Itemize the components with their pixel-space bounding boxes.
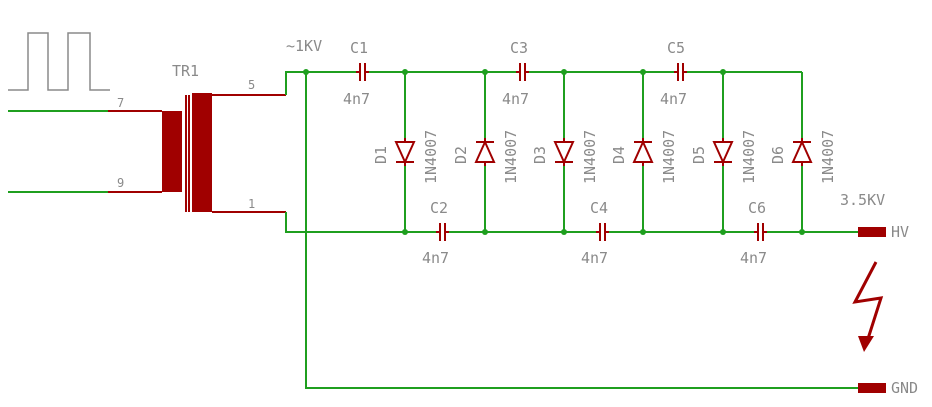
d1-name: D1 bbox=[372, 146, 390, 164]
transformer-name: TR1 bbox=[172, 62, 199, 80]
d4-name: D4 bbox=[610, 146, 628, 164]
c2-value: 4n7 bbox=[422, 249, 449, 267]
diode-d4 bbox=[632, 138, 654, 166]
gnd-terminal bbox=[858, 383, 886, 393]
hv-terminal bbox=[820, 227, 886, 237]
c2-name: C2 bbox=[430, 199, 448, 217]
c3-name: C3 bbox=[510, 39, 528, 57]
capacitor-c3 bbox=[516, 63, 529, 81]
transformer-tr1 bbox=[162, 93, 286, 213]
input-voltage-label: ~1KV bbox=[286, 37, 322, 55]
d3-part: 1N4007 bbox=[581, 130, 599, 184]
d6-name: D6 bbox=[769, 146, 787, 164]
pin-label-7: 7 bbox=[117, 96, 124, 110]
gnd-label: GND bbox=[891, 379, 918, 397]
d2-part: 1N4007 bbox=[502, 130, 520, 184]
d5-part: 1N4007 bbox=[740, 130, 758, 184]
diode-d6 bbox=[791, 138, 813, 166]
primary-wires bbox=[8, 110, 108, 193]
d3-name: D3 bbox=[531, 146, 549, 164]
primary-leads bbox=[108, 110, 162, 193]
d4-part: 1N4007 bbox=[660, 130, 678, 184]
c3-value: 4n7 bbox=[502, 90, 529, 108]
c4-name: C4 bbox=[590, 199, 608, 217]
capacitor-c1 bbox=[356, 63, 369, 81]
diode-d3 bbox=[553, 138, 575, 166]
c1-name: C1 bbox=[350, 39, 368, 57]
d5-name: D5 bbox=[690, 146, 708, 164]
capacitor-c2 bbox=[436, 223, 449, 241]
diode-d5 bbox=[712, 138, 734, 166]
c6-value: 4n7 bbox=[740, 249, 767, 267]
square-wave-icon bbox=[8, 32, 110, 91]
capacitor-c4 bbox=[596, 223, 609, 241]
lightning-bolt-icon bbox=[852, 261, 884, 352]
c1-value: 4n7 bbox=[343, 90, 370, 108]
diode-d2 bbox=[474, 138, 496, 166]
c4-value: 4n7 bbox=[581, 249, 608, 267]
diode-d1 bbox=[394, 138, 416, 166]
d2-name: D2 bbox=[452, 146, 470, 164]
multiplier-wires bbox=[285, 71, 858, 389]
output-voltage-label: 3.5KV bbox=[840, 191, 885, 209]
c6-name: C6 bbox=[748, 199, 766, 217]
d6-part: 1N4007 bbox=[819, 130, 837, 184]
pin-label-1: 1 bbox=[248, 197, 255, 211]
junction-dots bbox=[303, 69, 805, 235]
d1-part: 1N4007 bbox=[422, 130, 440, 184]
pin-label-9: 9 bbox=[117, 176, 124, 190]
pin-label-5: 5 bbox=[248, 78, 255, 92]
capacitor-c5 bbox=[674, 63, 687, 81]
hv-label: HV bbox=[891, 223, 909, 241]
c5-name: C5 bbox=[667, 39, 685, 57]
c5-value: 4n7 bbox=[660, 90, 687, 108]
capacitor-c6 bbox=[754, 223, 767, 241]
